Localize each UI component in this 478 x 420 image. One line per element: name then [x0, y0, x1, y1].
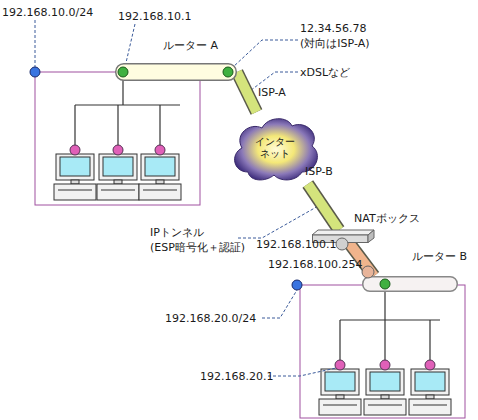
annotation-label: 192.168.10.0/24	[2, 6, 93, 19]
interface-dot	[336, 238, 348, 250]
node-label: ルーター B	[412, 250, 467, 263]
node-label: インターネット	[252, 136, 298, 160]
computer	[54, 145, 96, 200]
computer	[364, 360, 406, 415]
annotation-label: 192.168.20.0/24	[165, 312, 256, 325]
computer	[409, 360, 451, 415]
computer	[319, 360, 361, 415]
router-bar-shape	[362, 276, 458, 292]
tunnel-band	[308, 184, 339, 230]
annotation-label: (対向はISP-A)	[300, 37, 369, 50]
network-box	[300, 285, 465, 418]
lan-wire	[75, 72, 180, 146]
node-label: NATボックス	[354, 212, 420, 225]
computer	[139, 145, 181, 200]
tunnel-band	[308, 184, 339, 230]
tunnel-band	[237, 72, 257, 112]
network-dot	[30, 67, 40, 77]
interface-dot	[362, 266, 374, 278]
router-bar: ルーター B	[362, 276, 458, 292]
computer	[97, 145, 139, 200]
annotation-label: 192.168.10.1	[118, 10, 191, 23]
network-dot	[292, 280, 302, 290]
tunnel-band	[237, 72, 257, 112]
leader-line	[35, 20, 336, 376]
annotation-label: 192.168.100.1	[256, 238, 336, 251]
edge-label: ISP-A	[258, 86, 286, 99]
node-label: ルーター A	[163, 39, 218, 52]
annotation-label: (ESP暗号化＋認証)	[150, 241, 245, 254]
ip-tunnel	[308, 184, 339, 230]
router-bar: ルーター A	[115, 63, 237, 81]
annotation-label: IPトンネル	[150, 226, 204, 239]
router-bar-shape	[115, 63, 237, 81]
ip-tunnel	[237, 72, 257, 112]
edge-label: ISP-B	[305, 165, 333, 178]
annotation-label: 12.34.56.78	[300, 22, 366, 35]
annotation-label: xDSLなど	[300, 66, 350, 79]
annotation-label: 192.168.20.1	[200, 370, 273, 383]
annotation-label: 192.168.100.254	[268, 258, 362, 271]
lan-wire	[340, 290, 440, 361]
network-box	[35, 72, 200, 205]
